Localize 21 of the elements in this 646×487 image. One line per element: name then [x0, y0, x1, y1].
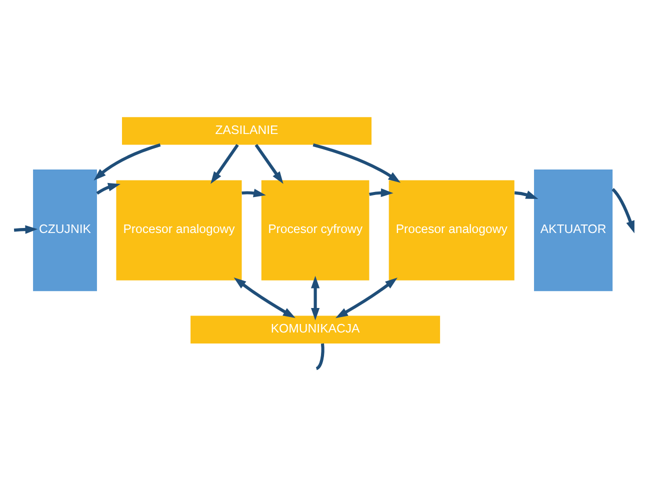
arrow — [612, 188, 634, 233]
arrow — [96, 182, 120, 194]
arrow — [514, 190, 538, 199]
arrow — [254, 144, 284, 184]
arrow — [210, 144, 239, 184]
node-box: CZUJNIK — [33, 168, 97, 291]
arrow — [14, 224, 38, 234]
node-box: Procesor analogowy — [388, 180, 514, 280]
arrow — [234, 277, 296, 318]
node-box: ZASILANIE — [122, 116, 372, 144]
arrow — [336, 277, 398, 318]
connector — [316, 342, 324, 370]
arrow — [94, 142, 161, 180]
arrow — [312, 142, 401, 182]
node-box: AKTUATOR — [534, 168, 613, 291]
arrow — [242, 188, 266, 197]
node-box: Procesor cyfrowy — [261, 180, 370, 280]
node-box: KOMUNIKACJA — [190, 315, 440, 343]
node-box: Procesor analogowy — [116, 180, 242, 280]
arrow — [369, 188, 394, 197]
arrow — [310, 275, 320, 320]
